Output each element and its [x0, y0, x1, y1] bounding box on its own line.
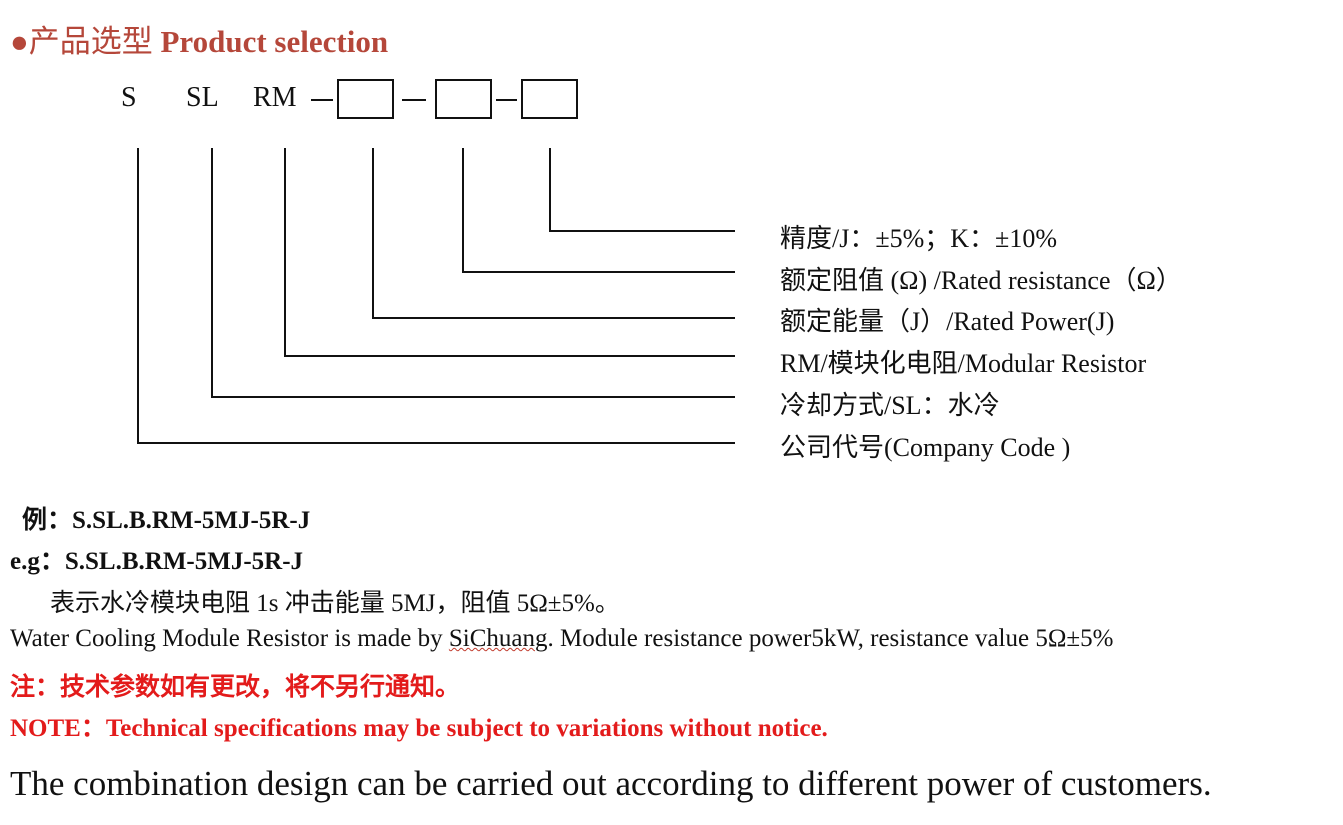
example-en-text-after: . Module resistance power5kW, resistance…	[547, 625, 1114, 652]
example-en: e.g：S.SL.B.RM-5MJ-5R-J	[10, 541, 303, 577]
note-en: NOTE：Technical specifications may be sub…	[10, 715, 828, 742]
desc-rated-resistance: 额定阻值 (Ω) /Rated resistance（Ω）	[780, 266, 1182, 295]
desc-tolerance: 精度/J：±5%；K：±10%	[780, 224, 1057, 253]
title-cn: 产品选型	[28, 24, 153, 59]
example-en-description: Water Cooling Module Resistor is made by…	[10, 625, 1113, 653]
connector-tolerance-horizontal	[549, 230, 735, 232]
code-sl: SL	[186, 82, 219, 113]
desc-rated-power: 额定能量（J）/Rated Power(J)	[780, 307, 1115, 336]
footer-text: The combination design can be carried ou…	[10, 764, 1212, 803]
connector-resistance-horizontal	[462, 271, 735, 273]
example-cn: 例：S.SL.B.RM-5MJ-5R-J	[22, 500, 310, 536]
connector-cooling-horizontal	[211, 396, 735, 398]
code-box-energy	[337, 79, 394, 119]
desc-cooling: 冷却方式/SL：水冷	[780, 391, 1000, 420]
note-cn: 注：技术参数如有更改，将不另行通知。	[10, 674, 461, 701]
code-rm: RM	[253, 82, 297, 113]
example-en-brand: SiChuang	[448, 625, 548, 652]
example-en-text-before: Water Cooling Module Resistor is made by	[10, 625, 449, 652]
connector-energy-vertical	[372, 148, 374, 319]
example-cn-code: S.SL.B.RM-5MJ-5R-J	[72, 507, 311, 534]
example-cn-description: 表示水冷模块电阻 1s 冲击能量 5MJ，阻值 5Ω±5%。	[50, 590, 620, 617]
code-box-tolerance	[521, 79, 578, 119]
example-en-code: S.SL.B.RM-5MJ-5R-J	[64, 548, 304, 575]
page-title: ●产品选型 Product selection	[10, 16, 388, 61]
code-dash-2	[402, 99, 426, 101]
example-cn-label: 例：	[22, 507, 73, 534]
desc-company-code: 公司代号(Company Code )	[780, 433, 1071, 462]
code-dash-1	[311, 99, 333, 101]
connector-modular-vertical	[284, 148, 286, 357]
connector-company-vertical	[137, 148, 139, 444]
title-bullet: ●	[10, 24, 29, 59]
code-box-resistance	[435, 79, 492, 119]
connector-cooling-vertical	[211, 148, 213, 398]
connector-tolerance-vertical	[549, 148, 551, 232]
connector-modular-horizontal	[284, 355, 735, 357]
example-en-label: e.g：	[10, 548, 65, 575]
title-en: Product selection	[160, 24, 389, 59]
desc-modular-resistor: RM/模块化电阻/Modular Resistor	[780, 349, 1147, 378]
code-dash-3	[496, 99, 517, 101]
connector-energy-horizontal	[372, 317, 735, 319]
connector-company-horizontal	[137, 442, 735, 444]
connector-resistance-vertical	[462, 148, 464, 273]
code-s: S	[121, 82, 137, 113]
